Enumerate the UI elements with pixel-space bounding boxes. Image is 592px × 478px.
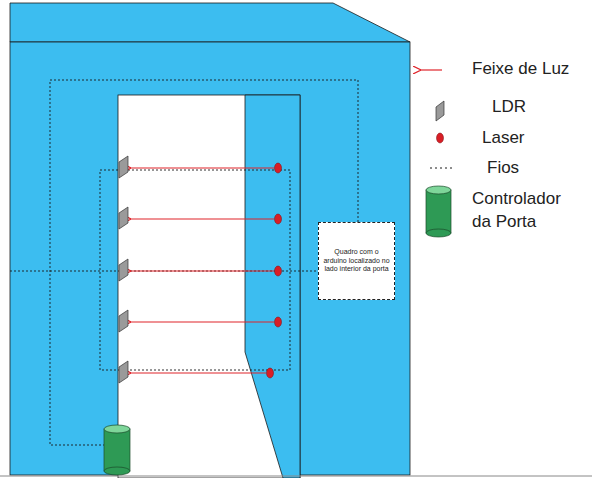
legend-samples <box>420 70 452 237</box>
legend-text: LDR <box>492 96 582 119</box>
door-opening <box>118 95 300 478</box>
legend-text: Fios <box>487 157 577 180</box>
arduino-box: Quadro com o arduino localizado no lado … <box>318 222 395 300</box>
door-panel <box>245 95 300 478</box>
note-text: Quadro com o arduino localizado no lado … <box>323 248 390 274</box>
door-controller <box>104 425 130 475</box>
legend-text: Laser <box>482 127 582 150</box>
light-beams <box>130 168 274 373</box>
ground-line <box>0 476 592 477</box>
lasers <box>267 163 282 378</box>
ldr-sensors <box>119 156 128 383</box>
wires <box>10 80 358 445</box>
legend-text: Controlador da Porta <box>472 188 580 234</box>
legend-text: Feixe de Luz <box>472 58 590 81</box>
frame-top <box>10 3 410 42</box>
